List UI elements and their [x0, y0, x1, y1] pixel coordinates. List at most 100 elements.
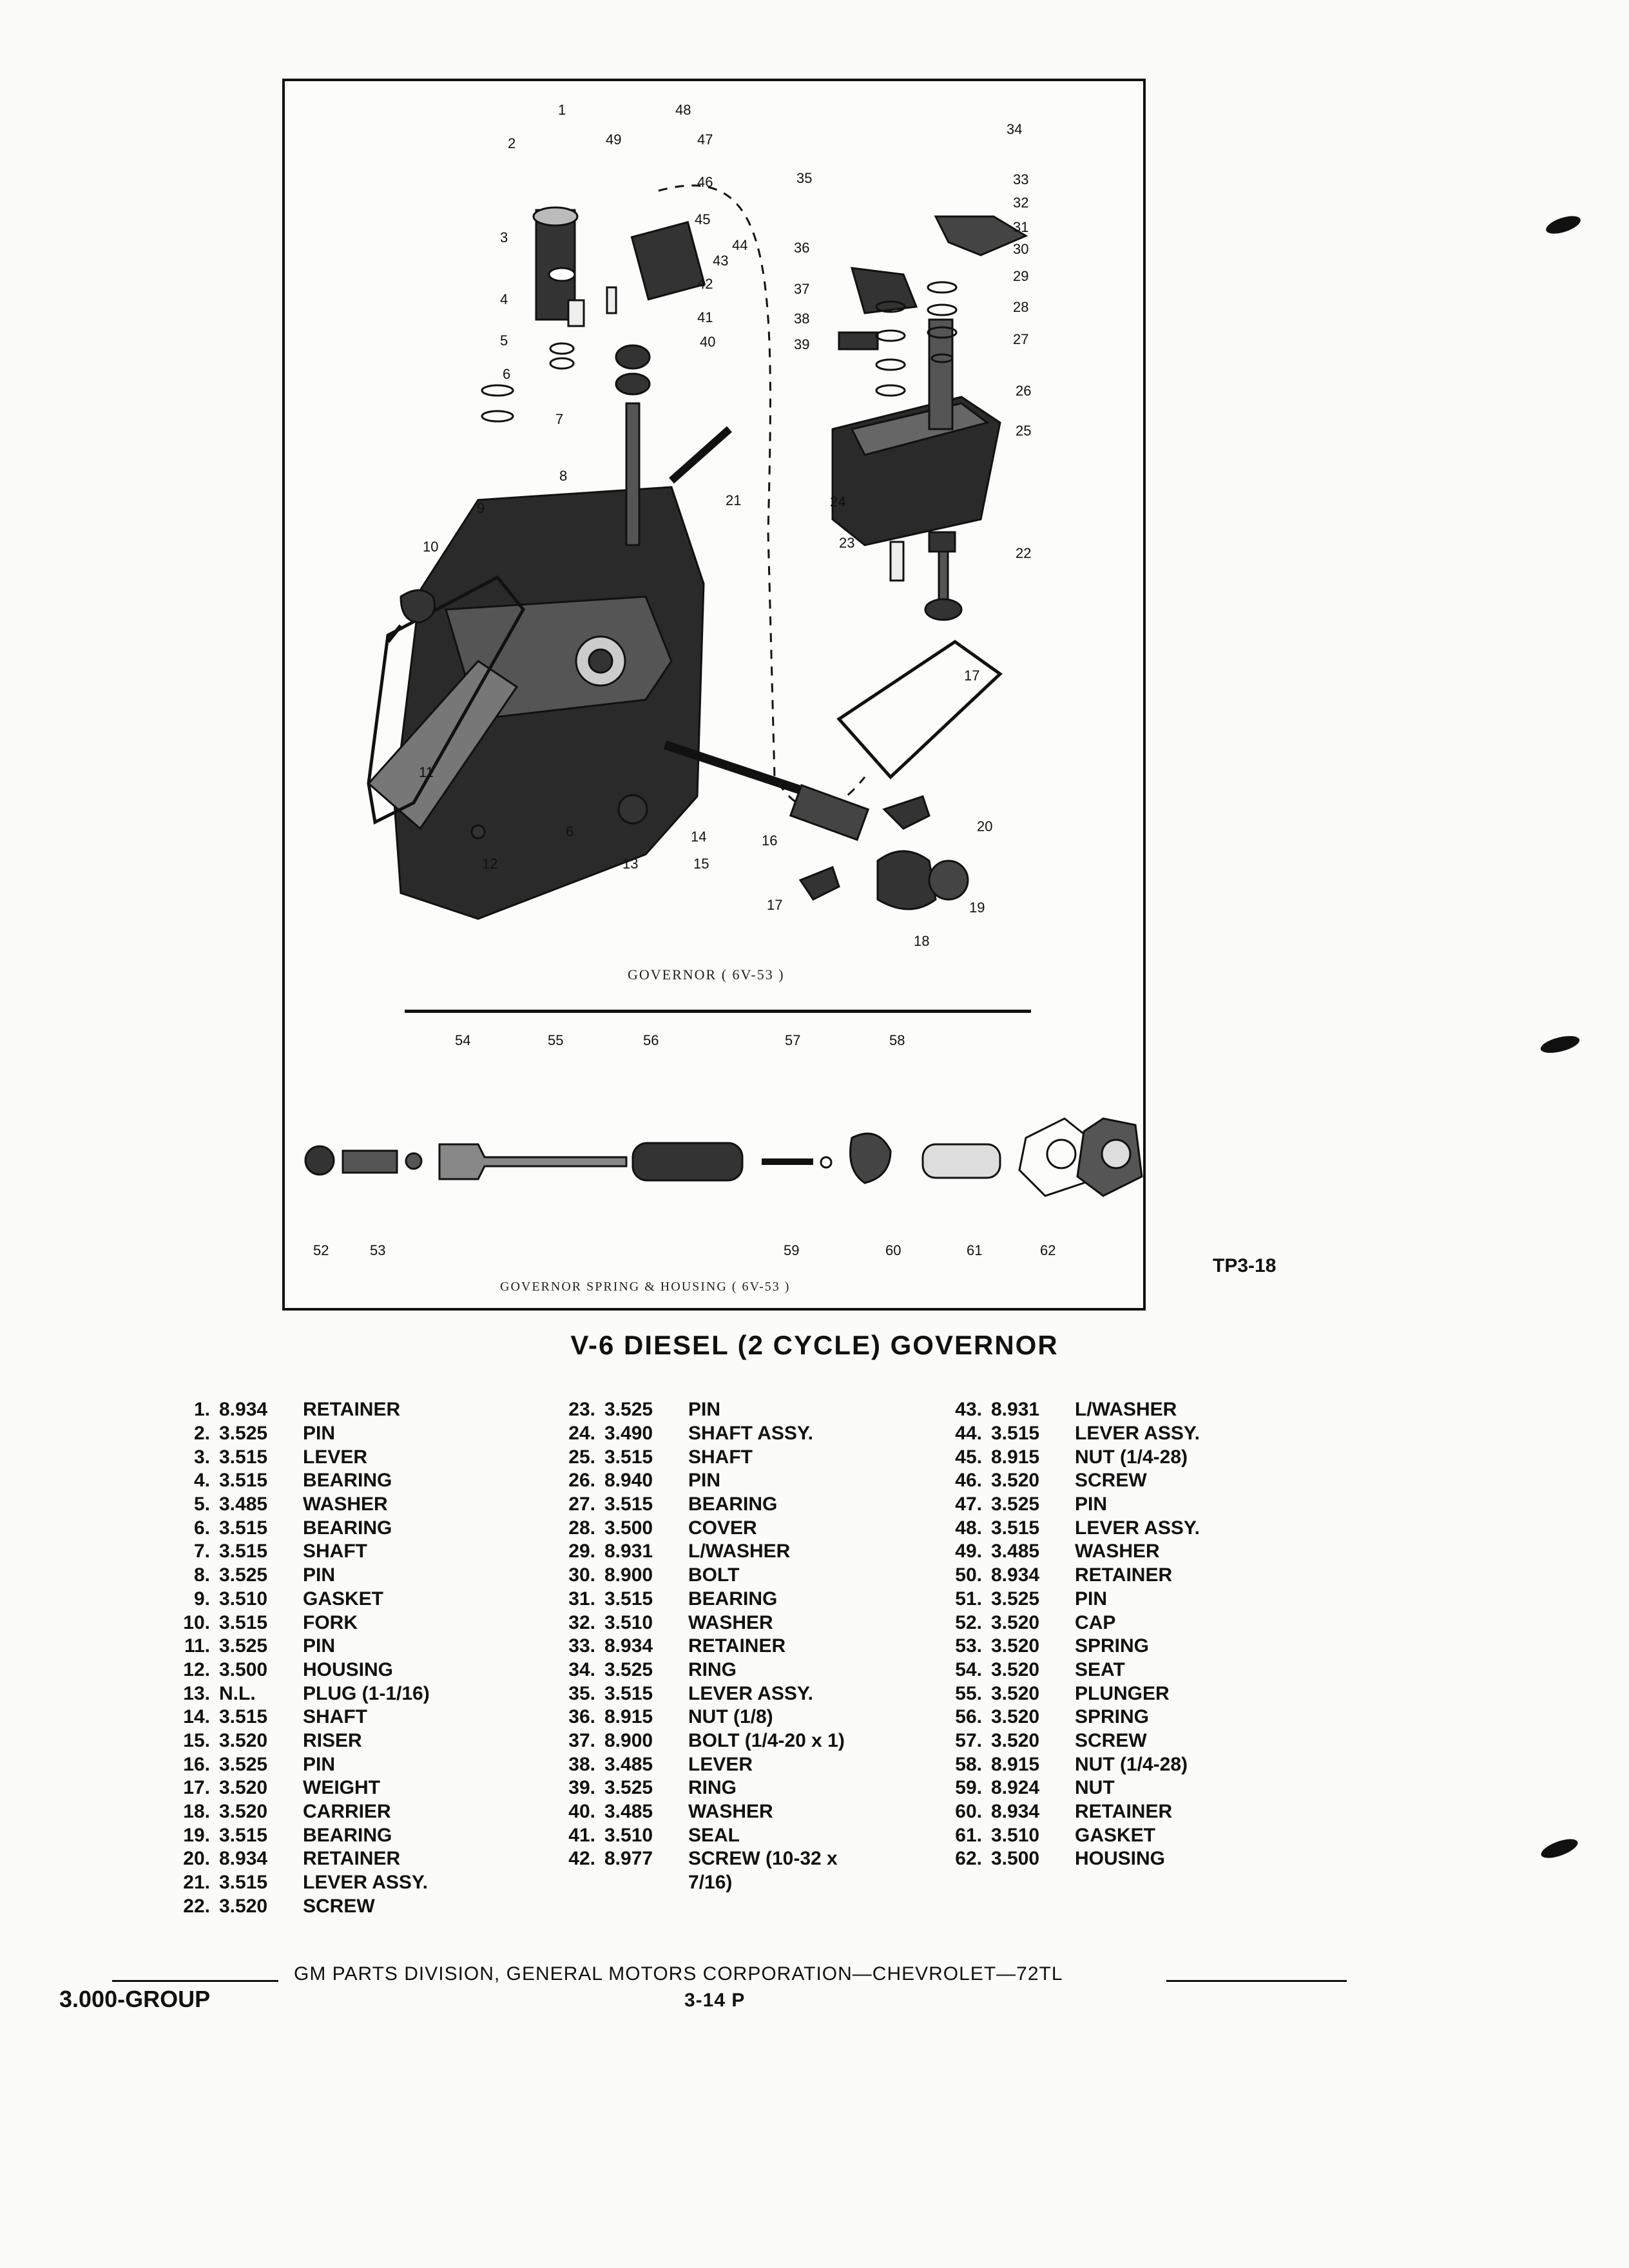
callout-number: 33: [1013, 171, 1028, 187]
part-description: WASHER: [688, 1611, 773, 1633]
callout-number: 46: [697, 174, 713, 190]
callout-number: 17: [964, 668, 979, 684]
part-number: 23.: [568, 1399, 595, 1421]
part-description: NUT: [1075, 1777, 1115, 1799]
callout-number: 1: [558, 102, 566, 118]
part-group-code: 3.510: [991, 1824, 1040, 1846]
part-group-code: 3.525: [219, 1564, 268, 1586]
callout-number: 41: [697, 309, 713, 325]
part-number: 13.: [183, 1682, 210, 1704]
part-description: LEVER ASSY.: [1075, 1517, 1200, 1539]
part-description: NUT (1/8): [688, 1706, 773, 1728]
part-group-code: 8.934: [991, 1564, 1040, 1586]
part-description: HOUSING: [303, 1658, 394, 1680]
part-number: 1.: [193, 1399, 210, 1421]
part-group-code: 3.520: [991, 1682, 1040, 1704]
part-number: 22.: [183, 1895, 210, 1917]
callout-number: 59: [784, 1242, 799, 1258]
callout-number: 31: [1013, 219, 1028, 235]
part-number: 57.: [955, 1729, 982, 1751]
part-number: 49.: [955, 1541, 982, 1562]
parts-list-row-continued: 7/16): [554, 1871, 845, 1895]
callout-number: 12: [482, 856, 497, 872]
footer-rule-right: [1166, 1980, 1347, 1982]
callout-number: 49: [606, 131, 621, 148]
callout-number: 26: [1016, 383, 1031, 399]
part-group-code: 3.515: [219, 1541, 268, 1562]
part-group-code: 3.515: [219, 1824, 268, 1846]
part-description: WASHER: [303, 1494, 388, 1515]
callout-number: 48: [675, 102, 691, 118]
callout-number: 23: [839, 535, 854, 551]
part-description: RETAINER: [1075, 1564, 1173, 1586]
part-description: PIN: [1075, 1588, 1108, 1610]
part-description: SCREW (10-32 x: [688, 1848, 838, 1870]
callout-number: 44: [732, 237, 747, 253]
part-description: BEARING: [688, 1588, 778, 1610]
part-group-code: 3.515: [991, 1423, 1040, 1445]
lower-figure-caption: GOVERNOR SPRING & HOUSING ( 6V-53 ): [500, 1280, 791, 1294]
footer-rule-left: [112, 1980, 278, 1982]
callout-number: 6: [566, 823, 574, 840]
part-group-code: 3.485: [604, 1753, 653, 1775]
part-description: PIN: [303, 1753, 336, 1775]
parts-list-row: 13.N.L.PLUG (1-1/16): [169, 1682, 429, 1706]
part-group-code: 3.515: [219, 1517, 268, 1539]
part-group-code: 3.485: [604, 1801, 653, 1823]
part-group-code: 3.510: [219, 1588, 268, 1610]
part-group-code: 3.515: [604, 1446, 653, 1468]
part-number: 8.: [193, 1564, 210, 1586]
part-group-code: 3.520: [219, 1777, 268, 1799]
part-number: 20.: [183, 1848, 210, 1870]
part-description: CARRIER: [303, 1801, 391, 1823]
part-group-code: 3.520: [991, 1729, 1040, 1751]
callout-number: 55: [548, 1032, 563, 1048]
part-number: 32.: [568, 1611, 595, 1633]
page-number: 3-14 P: [684, 1990, 746, 2011]
part-group-code: 3.525: [219, 1753, 268, 1775]
callout-number: 53: [370, 1242, 385, 1258]
part-group-code: 3.525: [219, 1423, 268, 1445]
part-number: 40.: [568, 1801, 595, 1823]
part-group-code: 3.515: [219, 1470, 268, 1492]
part-description: GASKET: [1075, 1824, 1156, 1846]
part-number: 36.: [568, 1706, 595, 1728]
part-description: BOLT (1/4-20 x 1): [688, 1729, 845, 1751]
part-group-code: 3.500: [604, 1517, 653, 1539]
part-number: 25.: [568, 1446, 595, 1468]
part-description: FORK: [303, 1611, 358, 1633]
part-group-code: 3.520: [991, 1658, 1040, 1680]
callout-number: 35: [796, 170, 812, 186]
part-group-code: 8.934: [219, 1399, 268, 1421]
callout-number: 24: [830, 494, 845, 510]
part-description: HOUSING: [1075, 1848, 1166, 1870]
callout-number: 9: [477, 500, 485, 516]
part-group-code: 3.515: [219, 1446, 268, 1468]
callout-number: 3: [500, 229, 508, 245]
callout-number: 22: [1016, 545, 1031, 561]
part-number: 52.: [955, 1611, 982, 1633]
part-group-code: 3.500: [219, 1658, 268, 1680]
callout-number: 45: [695, 211, 710, 227]
part-description: SCREW: [1075, 1470, 1147, 1492]
part-group-code: 8.931: [604, 1541, 653, 1562]
callout-number: 62: [1040, 1242, 1055, 1258]
